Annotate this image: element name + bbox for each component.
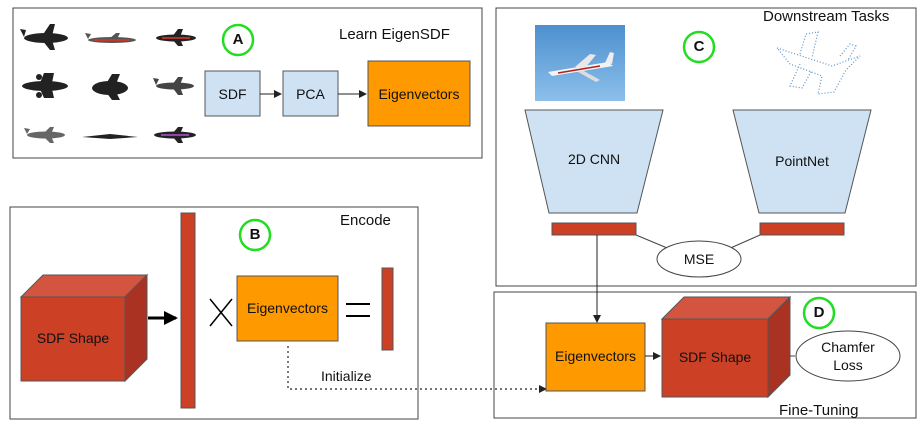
- airplane-icon: [24, 127, 65, 143]
- eigenvectors-box-b: [236, 275, 339, 342]
- feature-bar-pointnet: [759, 222, 845, 236]
- mse-label: MSE: [683, 251, 715, 267]
- title-encode: Encode: [340, 212, 391, 229]
- point-cloud-icon: [775, 31, 861, 95]
- pca-box: [282, 70, 339, 117]
- eigenvectors-box-a: [367, 60, 471, 127]
- aircraft-photo: [535, 25, 625, 101]
- arrow-initialize: [287, 346, 547, 393]
- airplane-icon: [20, 24, 68, 50]
- sdf-shape-label-b: SDF Shape: [36, 330, 110, 346]
- cnn-trapezoid: [524, 109, 664, 214]
- title-fine-tuning: Fine-Tuning: [779, 402, 859, 419]
- eigenvectors-label-b: Eigenvectors: [247, 300, 328, 316]
- chamfer-loss-line1: Chamfer: [821, 339, 875, 355]
- badge-c-circle: [682, 30, 716, 64]
- airplane-icon: [22, 73, 68, 98]
- badge-d-circle: [802, 296, 836, 330]
- airplane-icon: [153, 77, 194, 95]
- eigenvectors-label-d: Eigenvectors: [555, 348, 636, 364]
- badge-b-circle: [238, 218, 272, 252]
- airplane-icon: [85, 33, 136, 43]
- badge-b: B: [249, 226, 261, 243]
- sdf-box: [204, 70, 261, 117]
- sdf-label: SDF: [218, 86, 247, 102]
- badge-a: A: [232, 31, 244, 48]
- sdf-shape-cube-b: [19, 273, 149, 383]
- feature-bar-cnn: [551, 222, 637, 236]
- initialize-label: Initialize: [321, 368, 372, 384]
- badge-d: D: [813, 304, 825, 321]
- airplane-thumbnails: [20, 24, 196, 143]
- chamfer-loss-ellipse: [795, 330, 901, 382]
- badge-a-circle: [221, 23, 255, 57]
- sdf-shape-cube-d: [660, 295, 792, 399]
- airplane-icon: [92, 74, 128, 100]
- airplane-icon: [82, 134, 138, 139]
- latent-vector-tall: [180, 212, 196, 409]
- airplane-icon: [156, 29, 196, 46]
- pointnet-trapezoid: [732, 109, 872, 214]
- title-learn-eigensdf: Learn EigenSDF: [339, 26, 450, 43]
- badge-c: C: [693, 38, 705, 55]
- mse-ellipse: [656, 240, 742, 278]
- latent-vector-short: [381, 267, 394, 351]
- pca-label: PCA: [296, 86, 325, 102]
- pointnet-label: PointNet: [775, 153, 829, 169]
- chamfer-loss-line2: Loss: [833, 357, 863, 373]
- airplane-icon: [154, 127, 196, 143]
- sdf-shape-label-d: SDF Shape: [678, 349, 752, 365]
- eigenvectors-label-a: Eigenvectors: [378, 86, 460, 102]
- title-downstream-tasks: Downstream Tasks: [763, 8, 890, 25]
- eigenvectors-box-d: [545, 322, 646, 392]
- cnn-label: 2D CNN: [567, 151, 621, 167]
- chamfer-loss-label: Chamfer Loss: [796, 338, 900, 374]
